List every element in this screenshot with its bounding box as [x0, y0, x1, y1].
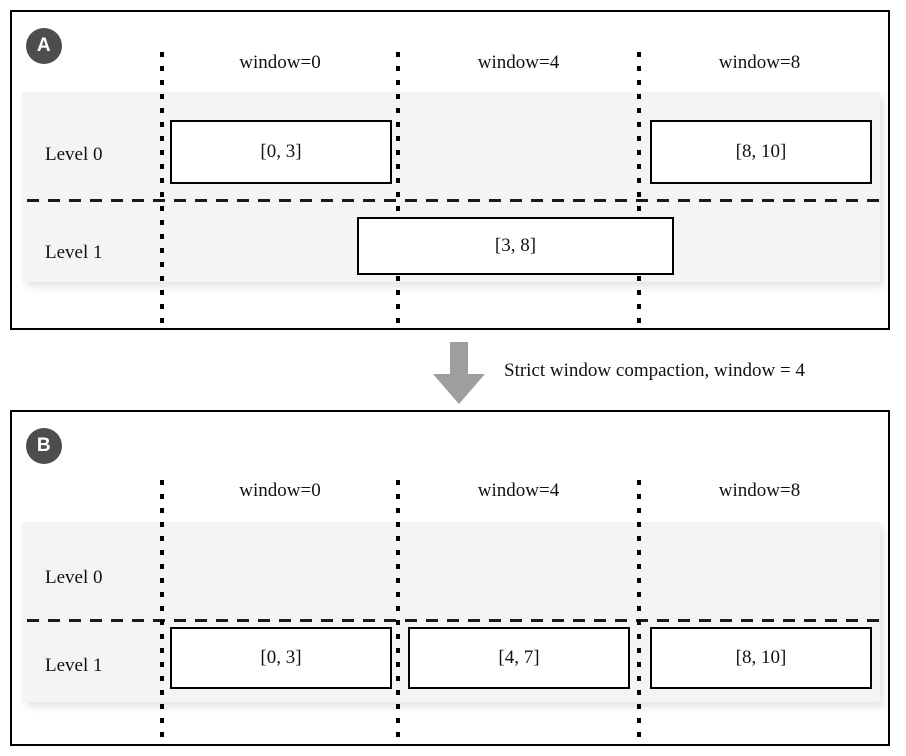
- down-arrow-icon: [433, 342, 485, 404]
- panel-a-window-boundary-0: [160, 52, 164, 330]
- panel-a-window-header-0: window=0: [239, 52, 321, 73]
- panel-a-level-label-0: Level 0: [45, 144, 103, 165]
- panel-a-interval-box: [8, 10]: [650, 120, 872, 184]
- panel-a-window-boundary-2: [637, 52, 641, 330]
- panel-a-interval-box: [3, 8]: [357, 217, 674, 275]
- panel-b-window-boundary-0: [160, 480, 164, 746]
- panel-a-level-divider: [27, 199, 879, 202]
- panel-a-window-header-2: window=8: [718, 52, 801, 73]
- panel-b: B window=0 window=4 window=8 Level 0 Lev…: [10, 410, 890, 746]
- panel-b-window-boundary-2: [637, 480, 641, 746]
- panel-b-interval-box: [0, 3]: [170, 627, 392, 689]
- panel-b-badge: B: [26, 428, 62, 464]
- panel-b-level-label-1: Level 1: [45, 655, 103, 676]
- panel-b-window-header-2: window=8: [718, 480, 801, 501]
- panel-a: A window=0 window=4 window=8 Level 0 Lev…: [10, 10, 890, 330]
- panel-b-window-header-1: window=4: [477, 480, 560, 501]
- panel-a-window-boundary-1: [396, 52, 400, 330]
- panel-b-level-label-0: Level 0: [45, 567, 103, 588]
- panel-a-window-header-1: window=4: [477, 52, 560, 73]
- panel-a-level-label-1: Level 1: [45, 242, 103, 263]
- panel-b-level-divider: [27, 619, 879, 622]
- panel-b-interval-box: [8, 10]: [650, 627, 872, 689]
- panel-a-badge: A: [26, 28, 62, 64]
- transition-caption: Strict window compaction, window = 4: [504, 360, 805, 381]
- transition-arrow-group: Strict window compaction, window = 4: [0, 340, 906, 410]
- panel-b-window-header-0: window=0: [239, 480, 321, 501]
- panel-a-interval-box: [0, 3]: [170, 120, 392, 184]
- panel-b-window-boundary-1: [396, 480, 400, 746]
- panel-b-interval-box: [4, 7]: [408, 627, 630, 689]
